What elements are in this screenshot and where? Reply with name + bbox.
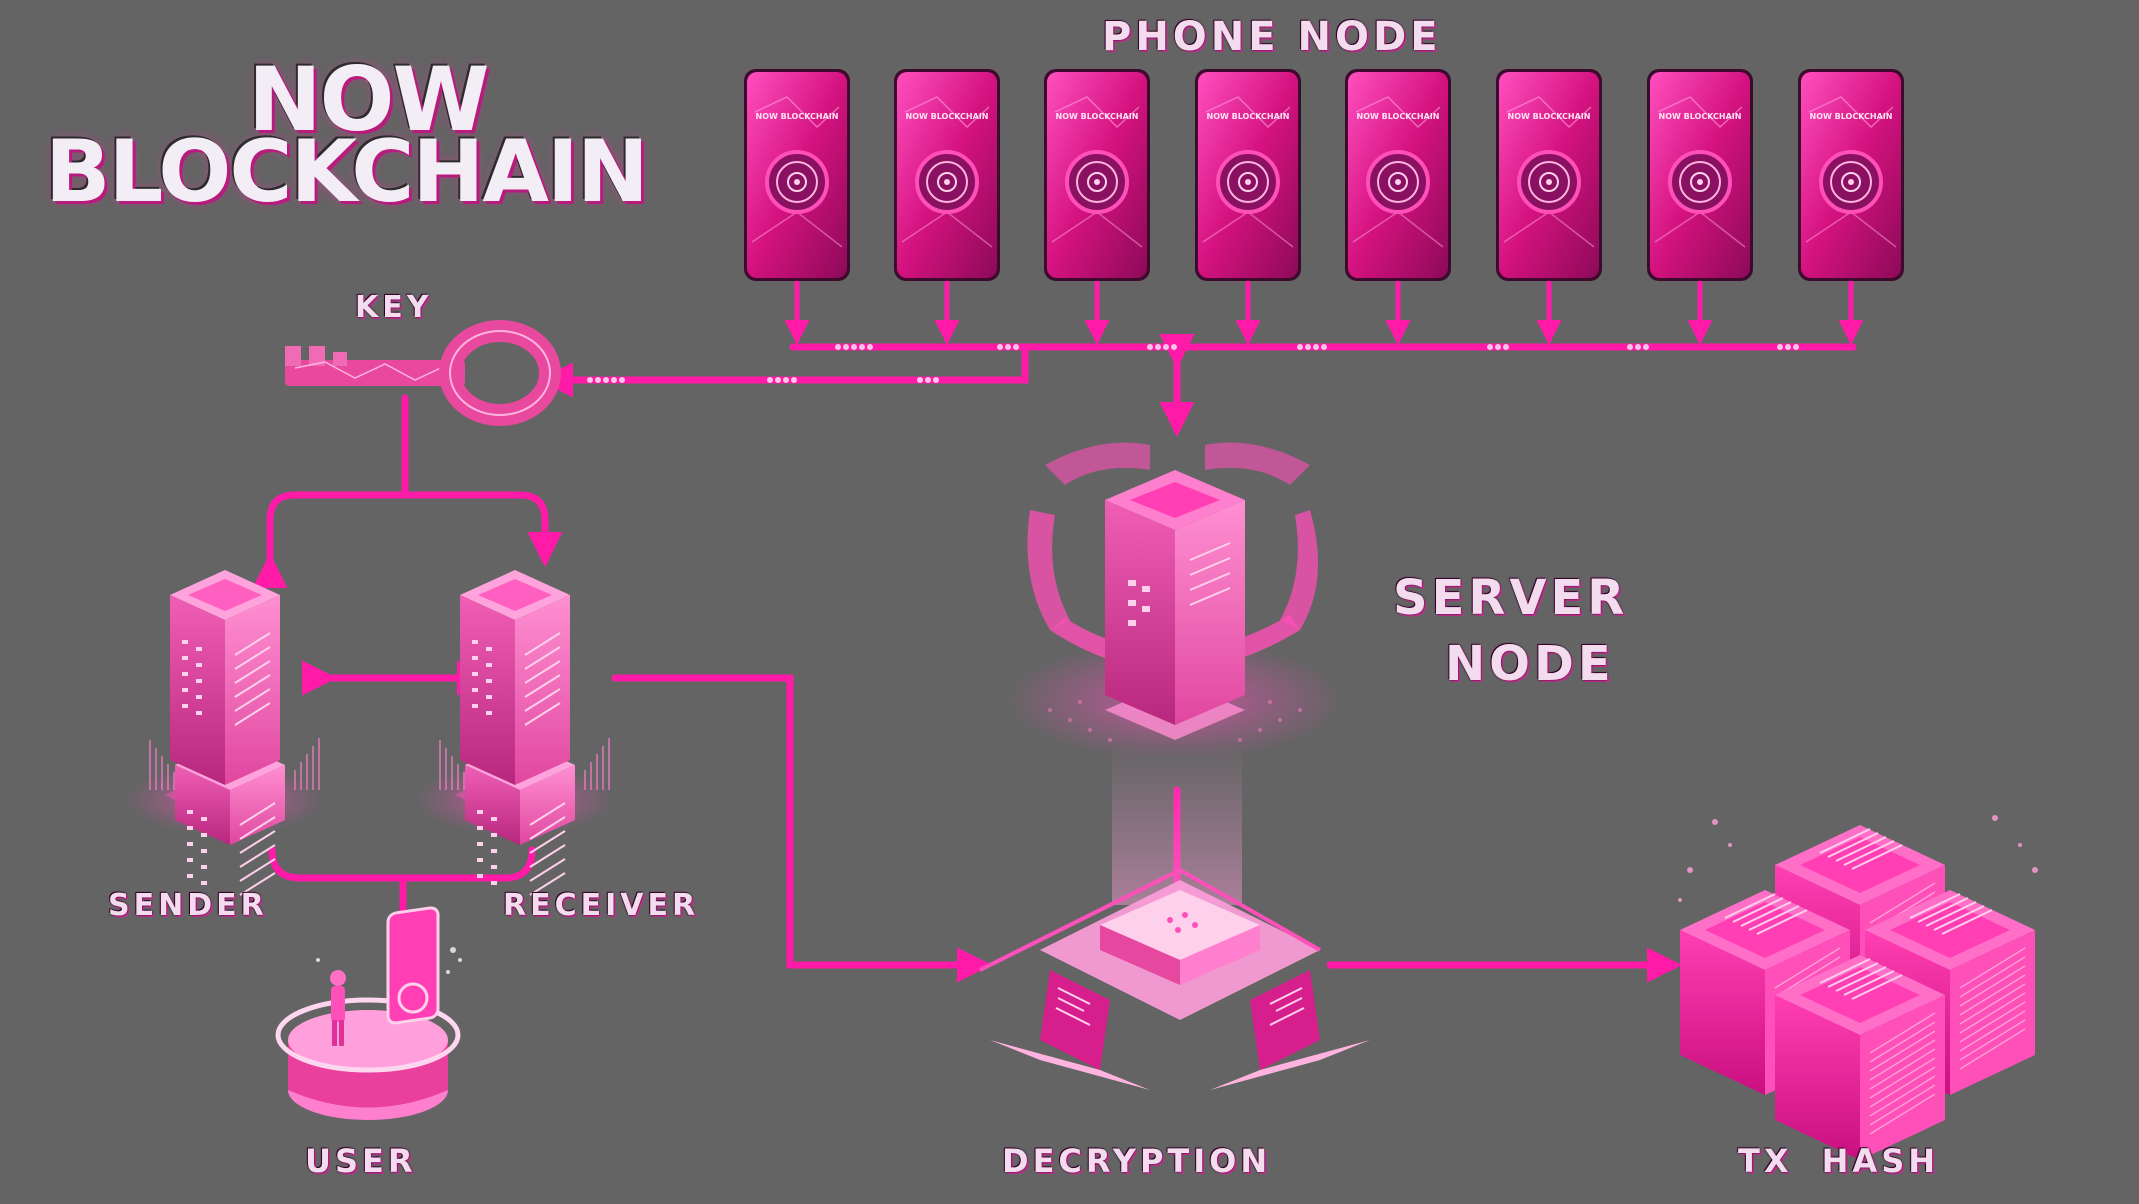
label-key: KEY <box>355 290 433 325</box>
server-beam <box>1112 745 1242 905</box>
phone-node-7: NOW BLOCKCHAIN <box>1647 69 1753 281</box>
phone-node-4: NOW BLOCKCHAIN <box>1195 69 1301 281</box>
bus-to-key-line <box>538 343 1029 398</box>
tx-hash-particles <box>1678 815 2038 902</box>
phone-screen-text: NOW BLOCKCHAIN <box>1056 112 1139 121</box>
sender-server-icon <box>125 570 325 896</box>
phone-screen-text: NOW BLOCKCHAIN <box>1659 112 1742 121</box>
decryption-icon <box>979 867 1370 1090</box>
label-sender: SENDER <box>108 888 268 923</box>
label-tx-hash: TX HASH <box>1738 1142 1940 1180</box>
key-split-line <box>252 491 563 588</box>
phone-node-3: NOW BLOCKCHAIN <box>1044 69 1150 281</box>
user-link-line <box>268 846 536 882</box>
phone-screen-text: NOW BLOCKCHAIN <box>1207 112 1290 121</box>
phone-node-1: NOW BLOCKCHAIN <box>744 69 850 281</box>
phone-node-5: NOW BLOCKCHAIN <box>1345 69 1451 281</box>
phone-screen-text: NOW BLOCKCHAIN <box>756 112 839 121</box>
phone-screen-text: NOW BLOCKCHAIN <box>906 112 989 121</box>
phone-node-2: NOW BLOCKCHAIN <box>894 69 1000 281</box>
phone-node-8: NOW BLOCKCHAIN <box>1798 69 1904 281</box>
bus-dots <box>587 344 1799 383</box>
phone-screen-text: NOW BLOCKCHAIN <box>1810 112 1893 121</box>
tx-hash-icon <box>1680 825 2035 1160</box>
phone-drop-lines <box>784 275 1864 345</box>
label-receiver: RECEIVER <box>503 888 700 923</box>
title-blockchain: BLOCKCHAIN <box>45 122 649 222</box>
label-server-node-line1: SERVER <box>1393 570 1629 626</box>
phone-screen-text: NOW BLOCKCHAIN <box>1357 112 1440 121</box>
phone-screen-text: NOW BLOCKCHAIN <box>1508 112 1591 121</box>
label-decryption: DECRYPTION <box>1002 1142 1272 1180</box>
title-now: NOW <box>248 48 490 151</box>
label-phone-node: PHONE NODE <box>1102 14 1442 60</box>
label-user: USER <box>305 1142 417 1180</box>
receiver-to-decryption-line <box>611 674 992 983</box>
server-node-icon <box>1005 442 1345 760</box>
label-server-node-line2: NODE <box>1445 636 1615 692</box>
receiver-server-icon <box>415 570 615 896</box>
phone-nodes: NOW BLOCKCHAIN NOW BLOCKCHAIN NOW BLOCKCHA… <box>744 69 1904 281</box>
user-icon <box>275 906 462 1120</box>
phone-node-6: NOW BLOCKCHAIN <box>1496 69 1602 281</box>
key-icon <box>285 320 561 426</box>
